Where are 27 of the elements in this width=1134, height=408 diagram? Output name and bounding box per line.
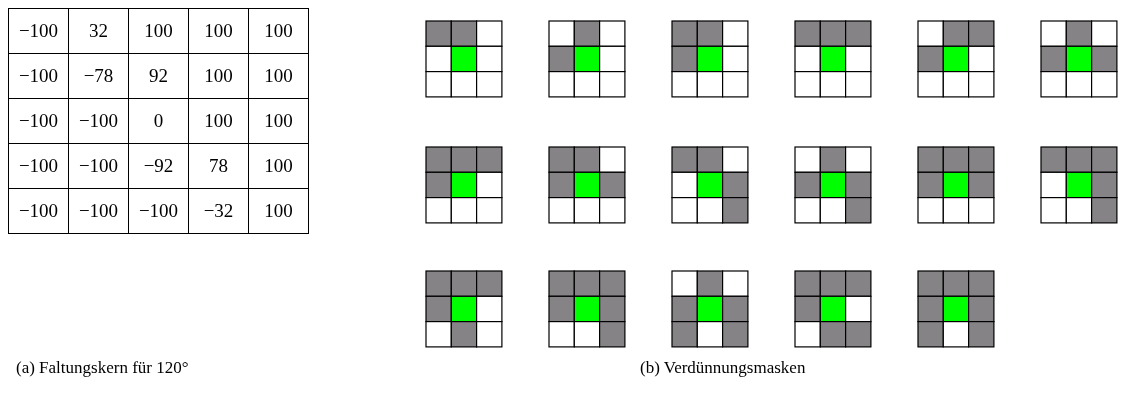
table-cell: 100 (248, 8, 309, 54)
table-cell: 32 (68, 8, 129, 54)
table-cell: −100 (8, 188, 69, 234)
table-cell: 0 (128, 98, 189, 144)
table-cell: −32 (188, 188, 249, 234)
table-cell: 100 (188, 8, 249, 54)
table-cell: −100 (8, 143, 69, 189)
table-cell: 100 (188, 98, 249, 144)
table-cell: 78 (188, 143, 249, 189)
table-cell: 100 (248, 53, 309, 99)
table-cell: 100 (128, 8, 189, 54)
table-cell: −100 (8, 98, 69, 144)
table-cell: 100 (248, 143, 309, 189)
table-cell: −100 (68, 98, 129, 144)
table-cell: 100 (248, 188, 309, 234)
table-cell: −78 (68, 53, 129, 99)
table-cell: −100 (8, 8, 69, 54)
table-cell: 92 (128, 53, 189, 99)
table-cell: −100 (68, 188, 129, 234)
caption: (a) Faltungskern für 120° (16, 358, 189, 378)
table-cell: 100 (188, 53, 249, 99)
table-cell: −92 (128, 143, 189, 189)
table-cell: −100 (68, 143, 129, 189)
table-cell: −100 (8, 53, 69, 99)
table-cell: 100 (248, 98, 309, 144)
caption: (b) Verdünnungsmasken (640, 358, 806, 378)
table-cell: −100 (128, 188, 189, 234)
